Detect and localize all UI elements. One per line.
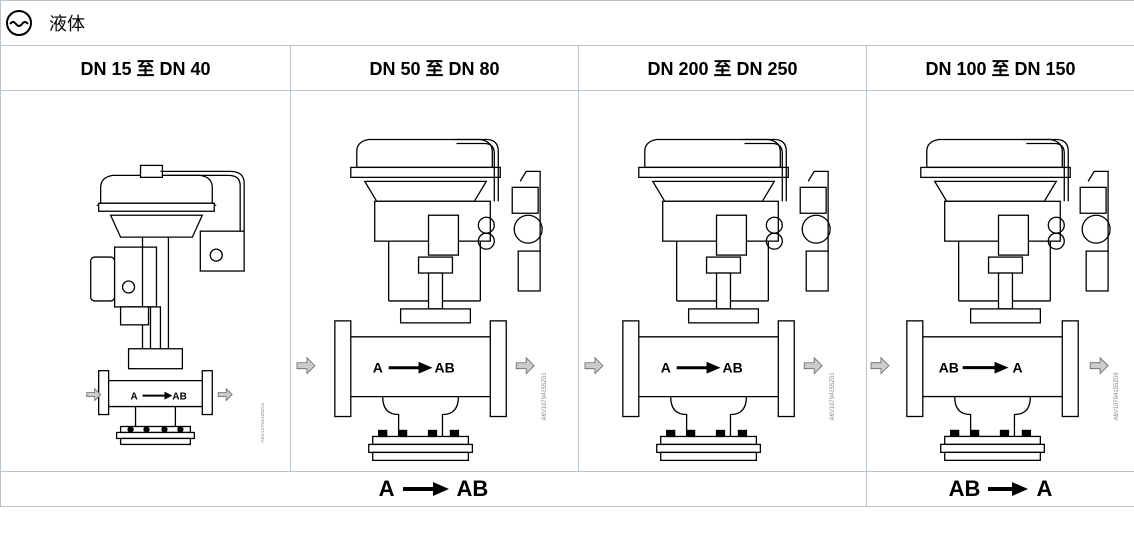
header-cell: 液体 — [0, 0, 1134, 46]
flow-text-a: A — [1012, 360, 1022, 376]
flow-to: A — [1036, 476, 1053, 501]
size-label-dn50-80: DN 50 至 DN 80 — [290, 45, 579, 91]
flow-text-ab: AB — [435, 360, 455, 376]
size-header-row: DN 15 至 DN 40 DN 50 至 DN 80 DN 200 至 DN … — [0, 45, 1134, 91]
diagram-cell-large: A AB A6V10794155Z01 — [578, 90, 867, 472]
size-label-dn200-250: DN 200 至 DN 250 — [578, 45, 867, 91]
flow-from: A — [378, 476, 395, 501]
size-label-dn15-40: DN 15 至 DN 40 — [0, 45, 291, 91]
diagram-code: A6V10794155Z01 — [260, 402, 266, 442]
diagram-cell-dn100-150: AB A A6V10794155Z09 — [866, 90, 1134, 472]
diagram-cell-small: A AB A6V10794155Z01 — [0, 90, 291, 472]
liquid-wave-icon — [5, 9, 33, 37]
header-row: 液体 — [0, 0, 1134, 46]
flow-from: AB — [948, 476, 981, 501]
diagram-row: A AB A6V10794155Z01 — [0, 90, 1134, 472]
flow-text-ab: AB — [939, 360, 959, 376]
size-label-dn100-150: DN 100 至 DN 150 — [866, 45, 1134, 91]
header-title: 液体 — [49, 14, 85, 35]
arrow-right-icon — [986, 480, 1030, 498]
diagram-cell-medium: A AB A6V10794155Z01 — [290, 90, 579, 472]
flow-text-ab: AB — [172, 392, 186, 403]
valve-diagram-dn100-150: AB A A6V10794155Z09 — [870, 138, 1120, 461]
valve-diagram-small: A AB A6V10794155Z01 — [86, 164, 266, 446]
flow-text-a: A — [373, 360, 383, 376]
flow-direction-a-ab: A AB — [0, 471, 867, 507]
flow-text-ab: AB — [723, 360, 743, 376]
diagram-code: A6V10794155Z09 — [1114, 372, 1120, 421]
flow-text-a: A — [661, 360, 671, 376]
diagram-code: A6V10794155Z01 — [830, 372, 836, 421]
valve-diagram-dn200-250: A AB A6V10794155Z01 — [584, 138, 836, 462]
arrow-right-icon — [401, 480, 451, 498]
flow-direction-row: A AB AB A — [0, 471, 1134, 507]
flow-to: AB — [456, 476, 489, 501]
valve-spec-table: 液体 DN 15 至 DN 40 DN 50 至 DN 80 DN 200 至 … — [0, 0, 1134, 507]
flow-text-a: A — [131, 392, 138, 403]
valve-diagram-dn50-80: A AB A6V10794155Z01 — [296, 138, 548, 462]
flow-direction-ab-a: AB A — [866, 471, 1134, 507]
diagram-code: A6V10794155Z01 — [542, 372, 548, 421]
